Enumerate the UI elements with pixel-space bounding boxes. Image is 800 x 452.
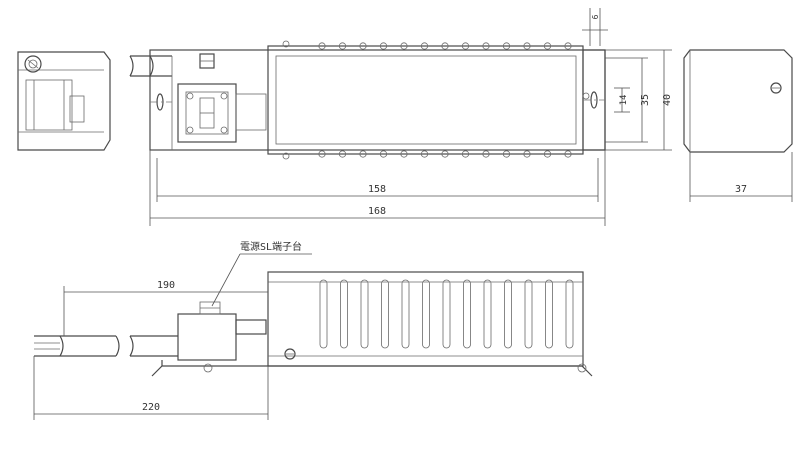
screw-icon bbox=[282, 152, 290, 160]
vent-slot bbox=[545, 279, 553, 349]
vent-hole bbox=[400, 150, 408, 158]
vent-hole bbox=[420, 150, 429, 158]
vent-hole bbox=[338, 42, 347, 50]
dim-inner-height-label: 35 bbox=[640, 94, 651, 106]
vent-hole bbox=[441, 150, 449, 158]
vent-slot bbox=[319, 279, 328, 349]
vent-hole bbox=[564, 42, 572, 50]
vent-slot bbox=[524, 279, 533, 349]
vent-hole bbox=[523, 150, 531, 158]
vent-hole bbox=[359, 150, 367, 158]
vent-hole bbox=[379, 150, 388, 158]
screw-icon bbox=[282, 40, 290, 48]
vent-slot bbox=[340, 279, 348, 349]
screw-icon bbox=[582, 92, 590, 100]
dim-vertical: 14 35 40 bbox=[605, 49, 673, 151]
vent-hole bbox=[502, 42, 511, 50]
vent-slot bbox=[422, 279, 430, 349]
right-end-view: 37 bbox=[683, 49, 793, 202]
ballast-body-side bbox=[267, 271, 584, 367]
screw-icon bbox=[577, 363, 587, 373]
dim-overall-length-label: 168 bbox=[368, 206, 386, 217]
vent-hole bbox=[482, 42, 490, 50]
dim-depth-label: 37 bbox=[735, 184, 747, 195]
vent-holes-bottom bbox=[318, 150, 572, 158]
dim-top-small: 6 bbox=[582, 8, 608, 46]
dim-horizontal-plan: 158 168 bbox=[149, 150, 606, 226]
screw-icon bbox=[203, 363, 213, 373]
terminal-block-label: 電源SL端子台 bbox=[240, 240, 302, 253]
vent-slot bbox=[483, 279, 492, 349]
dim-outer-height-label: 40 bbox=[662, 94, 673, 106]
dim-body-length-label: 158 bbox=[368, 184, 386, 195]
screw-icon bbox=[770, 82, 782, 94]
vent-holes-top bbox=[318, 42, 572, 50]
vent-hole bbox=[420, 42, 429, 50]
vent-hole bbox=[502, 150, 511, 158]
vent-slots-side bbox=[319, 279, 574, 349]
vent-hole bbox=[318, 42, 326, 50]
vent-hole bbox=[482, 150, 490, 158]
vent-hole bbox=[318, 150, 326, 158]
vent-slot bbox=[381, 279, 389, 349]
dim-cable-length-2-label: 220 bbox=[142, 402, 160, 413]
dim-horizontal-side: 190 220 bbox=[33, 272, 269, 420]
left-end-view bbox=[17, 51, 111, 151]
vent-slot bbox=[504, 279, 512, 349]
vent-hole bbox=[461, 42, 470, 50]
vent-hole bbox=[543, 150, 552, 158]
vent-slot bbox=[565, 279, 574, 349]
dim-top-small-label: 6 bbox=[591, 14, 600, 19]
dim-hole-label: 14 bbox=[619, 95, 629, 106]
vent-hole bbox=[359, 42, 367, 50]
dim-cable-length-1-label: 190 bbox=[157, 280, 175, 291]
side-view bbox=[34, 271, 593, 377]
plan-view bbox=[129, 40, 606, 160]
vent-slot bbox=[401, 279, 410, 349]
ballast-body bbox=[267, 45, 584, 155]
screw-icon bbox=[284, 348, 296, 360]
vent-hole bbox=[379, 42, 388, 50]
vent-hole bbox=[441, 42, 449, 50]
vent-hole bbox=[338, 150, 347, 158]
vent-hole bbox=[564, 150, 572, 158]
vent-hole bbox=[461, 150, 470, 158]
vent-hole bbox=[400, 42, 408, 50]
vent-slot bbox=[463, 279, 471, 349]
vent-slot bbox=[360, 279, 369, 349]
vent-hole bbox=[543, 42, 552, 50]
screw-icon bbox=[24, 55, 42, 73]
vent-slot bbox=[442, 279, 451, 349]
terminal-label: 電源SL端子台 bbox=[211, 240, 312, 307]
vent-hole bbox=[523, 42, 531, 50]
